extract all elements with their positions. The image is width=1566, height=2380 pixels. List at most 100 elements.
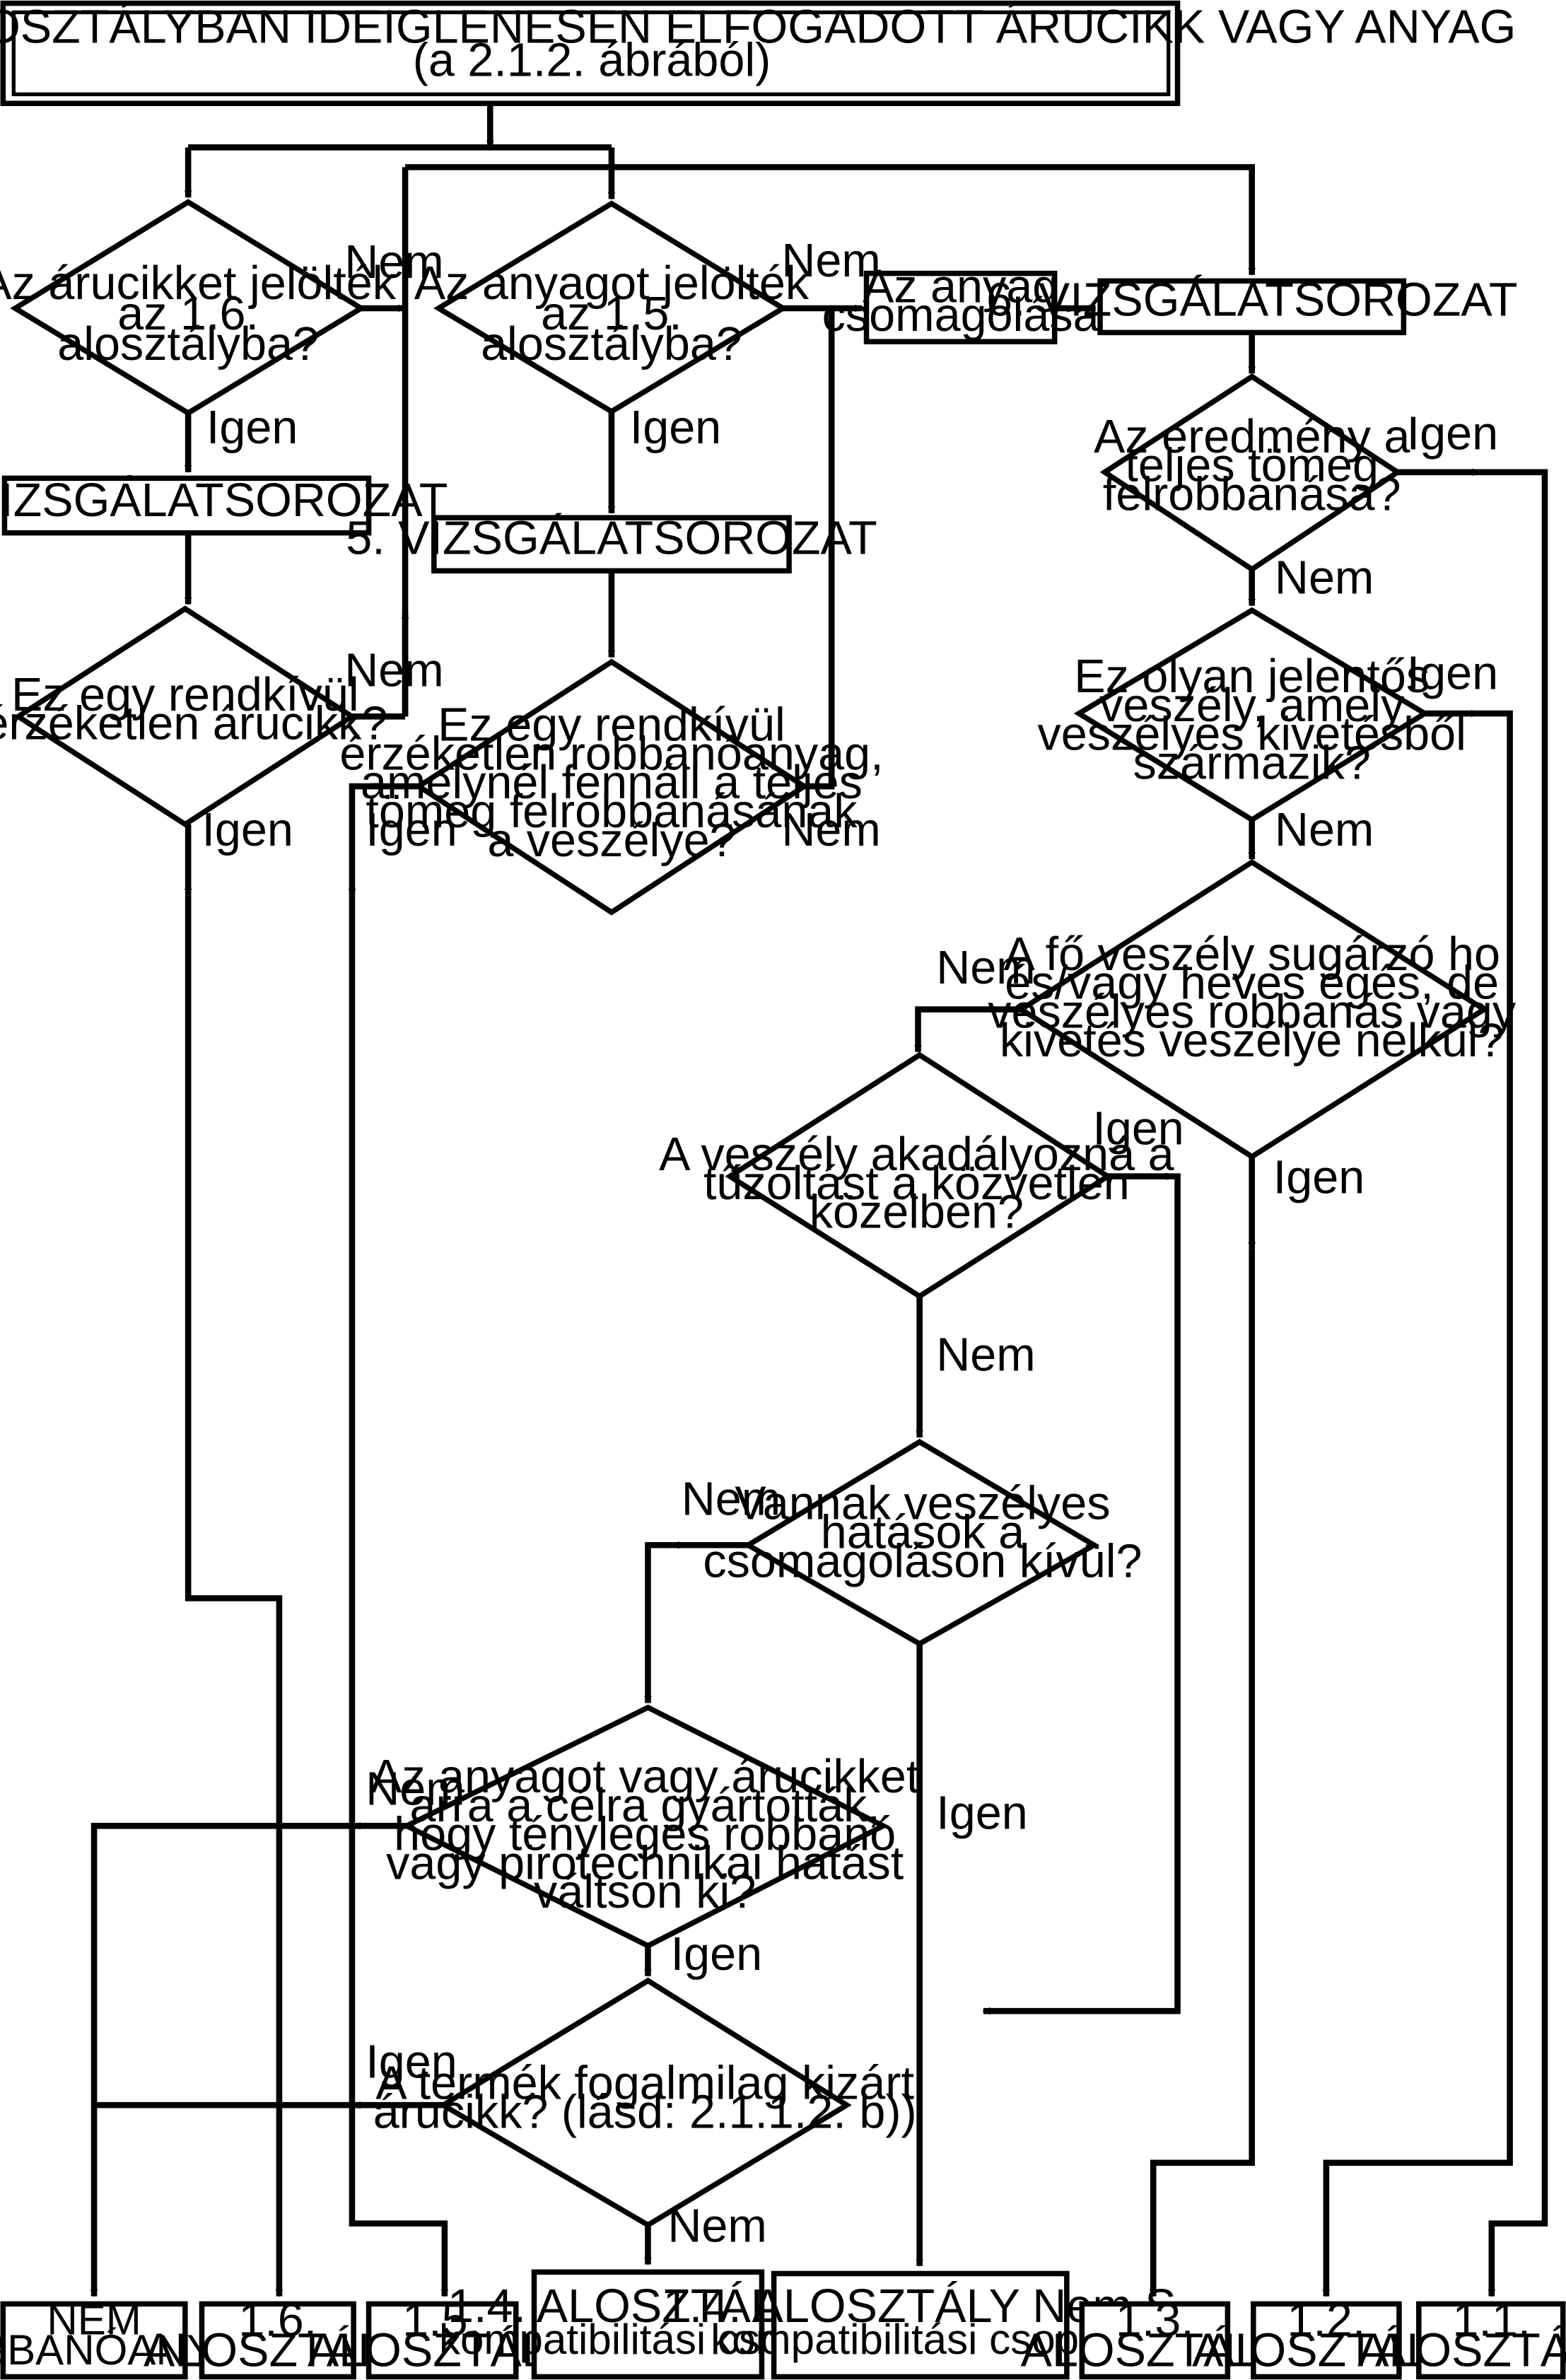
- decision-text: Ez olyan jelentős: [1074, 651, 1430, 703]
- label-no: Nem: [781, 235, 880, 287]
- decision-div16: Az árucikket jelölték az 1.6. alosztályb…: [0, 199, 397, 416]
- label-no: Nem: [781, 804, 880, 856]
- label-no: Nem: [682, 1473, 781, 1525]
- decision-text: A veszély akadályozná a: [659, 1128, 1174, 1181]
- decision-insensitive-substance: Ez egy rendkívül érzéketlen robbanóanyag…: [339, 658, 884, 916]
- decision-text: amelynél fennáll a teljes: [361, 757, 863, 809]
- process-series6: 6. VIZSGÁLATSOROZAT: [986, 274, 1518, 336]
- decision-projection: Ez olyan jelentős veszély, amely veszély…: [1038, 607, 1466, 823]
- decision-text: tömeg felrobbanásának: [366, 786, 858, 838]
- decision-text: veszély, amely: [1099, 679, 1405, 732]
- label-yes: Igen: [1273, 1151, 1365, 1203]
- label-yes: Igen: [1407, 408, 1498, 460]
- start-box: AZ EBBEN AZ OSZTÁLYBAN IDEIGLENESEN ELFO…: [0, 0, 1516, 106]
- process-packaging: Az anyag csomagolása: [822, 260, 1099, 344]
- decision-text: veszélyes robbanás vagy: [988, 986, 1517, 1038]
- process-text: 7. VIZSGÁLATSOROZAT: [0, 474, 448, 527]
- label-no: Nem: [366, 1763, 464, 1815]
- decision-text: hogy tényleges robbanó: [394, 1809, 896, 1861]
- decision-text: Az eredmény a: [1094, 411, 1410, 463]
- label-yes: Igen: [1092, 1103, 1184, 1155]
- decision-mass-explosion: Az eredmény a teljes tömeg felrobbanása?: [1094, 373, 1410, 573]
- label-yes: Igen: [1407, 648, 1498, 700]
- outcome-text: 1.5.: [402, 2294, 481, 2346]
- label-no: Nem: [344, 644, 443, 696]
- outcome-text: 1.6.: [238, 2294, 317, 2346]
- decision-text: és/vagy heves égés, de: [1005, 957, 1499, 1010]
- decision-text: származik?: [1133, 737, 1371, 789]
- decision-text: teljes tömeg: [1125, 440, 1379, 492]
- label-no: Nem: [344, 236, 443, 288]
- edge-labels: Nem Igen Nem Igen Nem Igen Igen Nem Igen…: [201, 235, 1498, 2252]
- decision-text: veszélyes kivetésből: [1038, 708, 1466, 761]
- decision-text: kivetés veszélye nélkül?: [1000, 1015, 1504, 1067]
- outcome-text: NEM: [47, 2296, 141, 2343]
- start-title: AZ EBBEN AZ OSZTÁLYBAN IDEIGLENESEN ELFO…: [0, 1, 1516, 53]
- process-series5: 5. VIZSGÁLATSOROZAT: [346, 513, 877, 574]
- decision-text: közelben?: [810, 1186, 1024, 1239]
- label-yes: Igen: [936, 1787, 1027, 1840]
- decision-text: felrobbanása?: [1103, 468, 1401, 520]
- decision-insensitive-article: Ez egy rendkívül érzéketlen árucikk?: [0, 605, 387, 828]
- decision-designed-explosive: Az anyagot vagy árucikket arra a célra g…: [370, 1704, 919, 1949]
- label-yes: Igen: [630, 402, 721, 454]
- label-yes: Igen: [366, 2036, 457, 2089]
- label-no: Nem: [936, 1329, 1035, 1381]
- decision-radiant-heat: A fő veszély sugárzó ho és/vagy heves ég…: [988, 858, 1517, 1160]
- decision-text: érzéketlen árucikk?: [0, 698, 387, 750]
- outcome-text: 1.3.: [1116, 2294, 1194, 2346]
- process-series7: 7. VIZSGÁLATSOROZAT: [0, 474, 448, 536]
- outcome-text: ALOSZTÁLY: [1357, 2324, 1566, 2376]
- decision-text: hatások a: [821, 1507, 1024, 1559]
- outcome-text: 1.1.: [1452, 2294, 1531, 2346]
- label-no: Nem: [1275, 552, 1374, 604]
- decision-outside-package: Vannak veszélyes hatások a csomagoláson …: [703, 1438, 1143, 1647]
- process-text: 6. VIZSGÁLATSOROZAT: [986, 274, 1518, 327]
- outcome-div11: 1.1. ALOSZTÁLY: [1357, 2294, 1566, 2380]
- label-yes: Igen: [206, 402, 298, 454]
- decision-text: alosztályba?: [57, 318, 319, 371]
- process-text: csomagolása: [822, 289, 1099, 342]
- decision-text: alosztályba?: [481, 318, 742, 371]
- decision-text: Az anyagot jelölték: [414, 257, 810, 310]
- decision-text: A fő veszély sugárzó ho: [1003, 928, 1500, 981]
- outcome-not-explosive: NEM ROBBANÓANYAG: [0, 2296, 273, 2380]
- decision-text: A termék fogalmilag kizárt: [375, 2058, 914, 2110]
- start-subtitle: (a 2.1.2. ábrából): [413, 35, 771, 87]
- decision-text: arra a célra gyártották,: [409, 1780, 880, 1832]
- decision-div15: Az anyagot jelölték az 1.5. alosztályba?: [414, 200, 810, 415]
- label-yes: Igen: [201, 804, 293, 856]
- decision-text: Ez egy rendkívül: [11, 669, 359, 721]
- decision-text: árucikk? (lásd: 2.1.1.2. b)): [373, 2086, 917, 2138]
- decision-text: vagy pirotechnikai hatást: [386, 1837, 904, 1889]
- decision-text: Az árucikket jelölték: [0, 257, 397, 310]
- decision-text: az 1.5.: [541, 288, 682, 340]
- decision-text: Vannak veszélyes: [735, 1478, 1110, 1530]
- decision-text: tűzoltást a közvetlen: [703, 1157, 1130, 1210]
- outcome-text: ALOSZTÁLY: [308, 2324, 576, 2376]
- decision-text: a veszélye?: [487, 815, 735, 867]
- connectors: [90, 103, 1548, 2297]
- decision-text: Az anyagot vagy árucikket: [370, 1751, 919, 1803]
- outcome-text: 1.2.: [1287, 2294, 1365, 2346]
- outcome-text: ALOSZTÁLY: [1021, 2324, 1290, 2376]
- decision-text: az 1.6.: [117, 288, 259, 340]
- decision-text: váltson ki?: [534, 1866, 756, 1918]
- outcome-text: kompatibilitási csoport: [711, 2316, 1128, 2363]
- outcome-text: ALOSZTÁLY: [1192, 2324, 1461, 2376]
- decision-excluded-article: A termék fogalmilag kizárt árucikk? (lás…: [373, 1977, 917, 2229]
- process-text: 5. VIZSGÁLATSOROZAT: [346, 513, 877, 565]
- decision-text: csomagoláson kívül?: [703, 1535, 1142, 1587]
- process-text: Az anyag: [863, 260, 1058, 313]
- label-no: Nem: [936, 942, 1035, 994]
- outcome-div13: 1.3. ALOSZTÁLY: [1021, 2294, 1290, 2380]
- label-no: Nem: [1275, 804, 1374, 856]
- decision-firefighting: A veszély akadályozná a tűzoltást a közv…: [659, 1051, 1174, 1300]
- outcome-div12: 1.2. ALOSZTÁLY: [1192, 2294, 1461, 2380]
- label-yes: Igen: [366, 804, 457, 856]
- outcome-div15: 1.5. ALOSZTÁLY: [308, 2294, 576, 2380]
- label-yes: Igen: [671, 1928, 762, 1981]
- label-no: Nem: [667, 2200, 766, 2252]
- decision-text: érzéketlen robbanóanyag,: [339, 728, 883, 780]
